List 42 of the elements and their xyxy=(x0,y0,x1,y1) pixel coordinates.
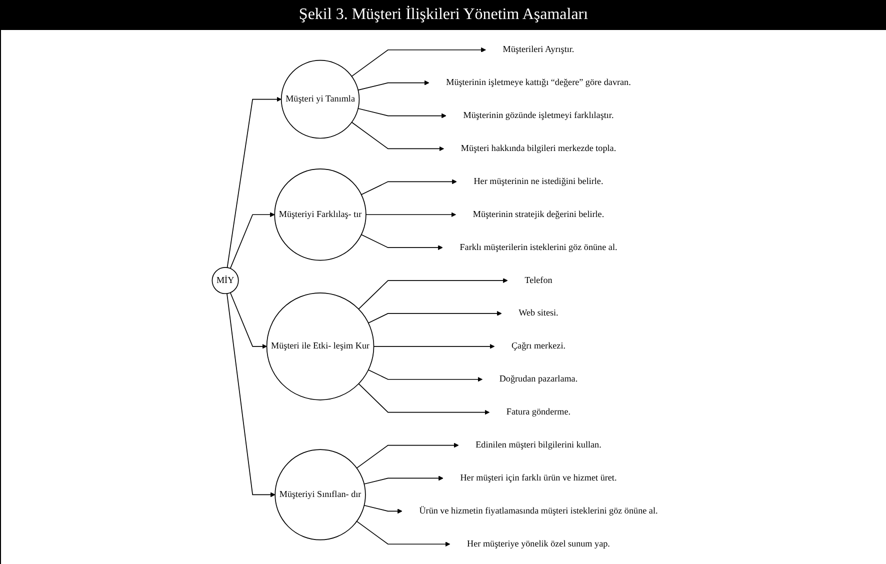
arrow xyxy=(360,179,457,196)
node-text: Müşterileri Ayrıştır. xyxy=(502,44,574,54)
node-text: Farklı müşterilerin isteklerini göz önüne al. xyxy=(460,242,618,252)
node-text: Fatura gönderme. xyxy=(506,407,571,417)
arrow xyxy=(358,383,490,415)
arrow xyxy=(351,122,444,152)
node-text: Edinilen müşteri bilgilerini kullan. xyxy=(476,440,602,450)
arrow xyxy=(373,344,495,349)
arrow xyxy=(364,476,444,484)
node-circle: Müşteri yi Tanımla xyxy=(280,60,360,139)
node-text: Her müşteriye yönelik özel sunum yap. xyxy=(467,539,610,549)
node-text: Doğrudan pazarlama. xyxy=(499,374,578,384)
arrow xyxy=(358,80,430,91)
node-text: Her müşteri için farklı ürün ve hizmet üret. xyxy=(460,473,617,483)
arrow xyxy=(226,293,276,498)
arrow xyxy=(230,292,268,349)
arrow xyxy=(360,234,443,250)
arrow xyxy=(351,47,486,77)
node-circle: Müşteri ile Etki- leşim Kur xyxy=(266,292,374,400)
node-text: Web sitesi. xyxy=(518,308,558,318)
arrow xyxy=(364,504,402,514)
node-text: Telefon xyxy=(524,275,552,286)
arrow xyxy=(368,310,502,324)
node-text: Ürün ve hizmetin fiyatlamasında müşteri isteklerini göz önüne al. xyxy=(419,506,658,516)
arrow xyxy=(226,96,282,268)
arrow xyxy=(368,369,483,382)
node-text: Müşterinin gözünde işletmeyi farklılaştır. xyxy=(463,110,614,120)
node-circle: MİY xyxy=(212,267,239,294)
arrow xyxy=(356,442,459,468)
node-text: Müşterinin işletmeye kattığı “değere” göre davran. xyxy=(446,78,631,88)
arrow xyxy=(366,212,456,218)
arrow xyxy=(358,278,508,310)
node-circle: Müşteriyi Sınıflan- dır xyxy=(274,449,366,540)
node-text: Müşterinin stratejik değerini belirle. xyxy=(472,210,604,220)
node-text: Her müşterinin ne istediğini belirle. xyxy=(474,176,604,186)
arrow xyxy=(230,212,275,269)
arrow xyxy=(356,520,450,547)
arrow xyxy=(358,108,446,118)
title-bar: Şekil 3. Müşteri İlişkileri Yönetim Aşamaları xyxy=(1,0,886,30)
node-circle: Müşteriyi Farklılaş- tır xyxy=(274,168,366,261)
node-text: Müşteri hakkında bilgileri merkezde topla. xyxy=(460,144,616,154)
node-text: Çağrı merkezi. xyxy=(511,341,566,351)
